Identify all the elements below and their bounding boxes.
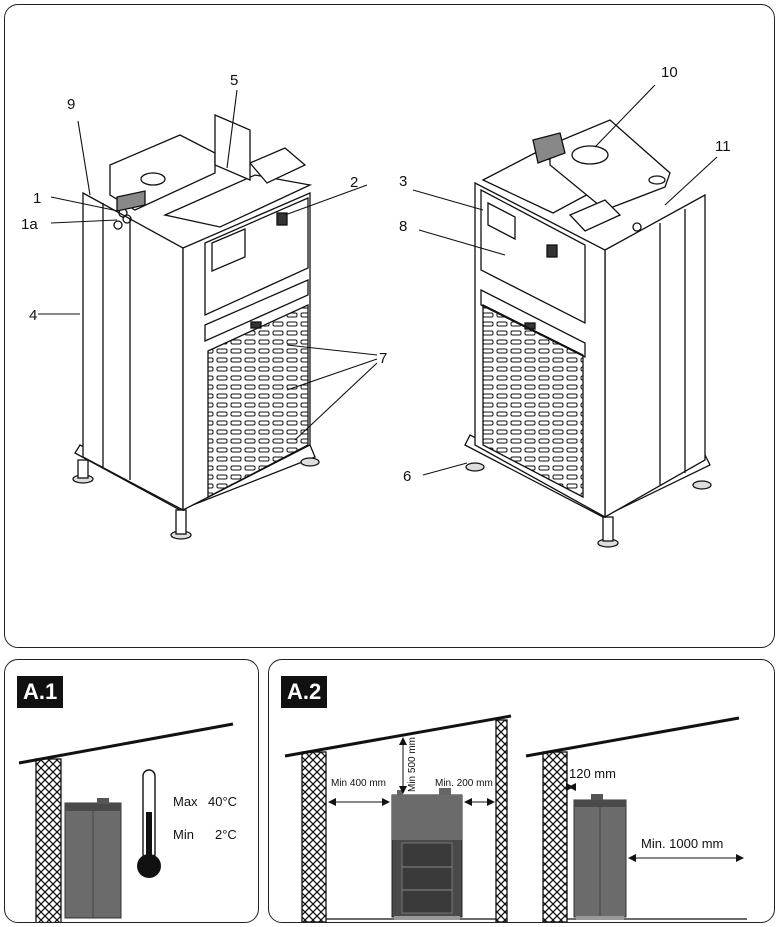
right-boiler-view	[464, 119, 712, 548]
a1-boiler-unit	[64, 798, 122, 919]
a2-front-view: Min 400 mm Min. 200 mm Min 500 mm	[284, 714, 512, 922]
panel-a1-temperature: A.1 Max 40°C Min 2°C	[4, 659, 259, 923]
left-clearance-label: Min 400 mm	[331, 778, 386, 789]
a2-drawing: Min 400 mm Min. 200 mm Min 500 mm 120 mm…	[284, 714, 747, 922]
callout-2: 2	[350, 174, 358, 191]
a2-side-view: 120 mm Min. 1000 mm	[525, 716, 747, 922]
max-label: Max	[173, 794, 198, 809]
top-clearance-label: Min 500 mm	[407, 737, 418, 792]
min-value: 2°C	[215, 827, 237, 842]
a2-boiler-front	[391, 788, 463, 920]
callout-6: 6	[403, 468, 411, 485]
front-clearance-label: Min. 1000 mm	[641, 836, 723, 851]
callout-8: 8	[399, 218, 407, 235]
panel-a2-clearances: A.2	[268, 659, 775, 923]
thermometer-icon	[137, 769, 161, 878]
right-clearance-label: Min. 200 mm	[435, 778, 493, 789]
callout-3: 3	[399, 173, 407, 190]
a2-boiler-side	[573, 794, 627, 920]
callout-10: 10	[661, 64, 678, 81]
back-clearance-label: 120 mm	[569, 766, 616, 781]
callout-7: 7	[379, 350, 387, 367]
min-label: Min	[173, 827, 194, 842]
callout-leaders	[38, 84, 718, 476]
badge-a1: A.1	[17, 676, 64, 708]
callout-1a: 1a	[21, 216, 38, 233]
a1-drawing: Max 40°C Min 2°C	[18, 722, 237, 922]
left-boiler-view	[72, 114, 320, 540]
callout-9: 9	[67, 96, 75, 113]
callout-1: 1	[33, 190, 41, 207]
callout-11: 11	[715, 138, 731, 155]
boiler-views-panel: 1 1a 2 4 5 9 7 6 3 8 10 11	[4, 4, 775, 648]
callout-5: 5	[230, 72, 238, 89]
callout-4: 4	[29, 307, 37, 324]
badge-a2: A.2	[281, 676, 328, 708]
boiler-drawing: 1 1a 2 4 5 9 7 6 3 8 10 11	[21, 64, 731, 548]
max-value: 40°C	[208, 794, 237, 809]
